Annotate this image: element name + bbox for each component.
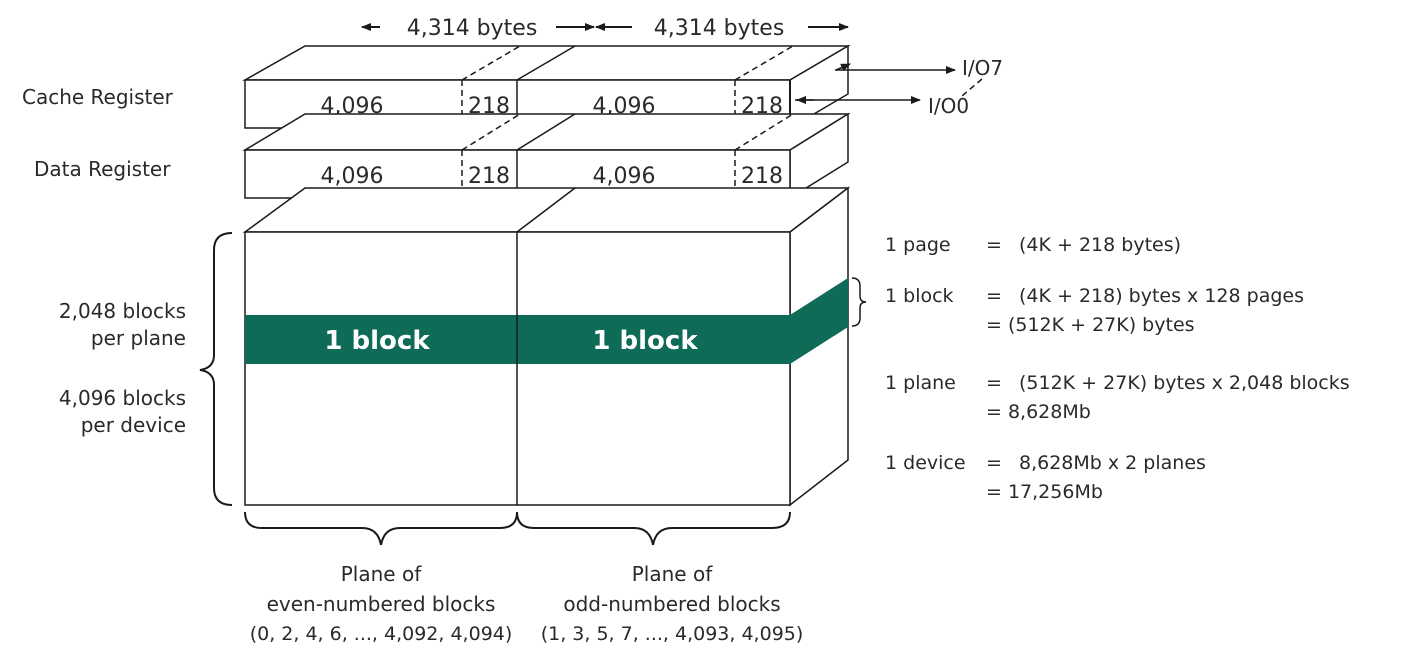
svg-text:=: =	[986, 285, 1002, 307]
block-label-odd: 1 block	[592, 326, 698, 356]
byte-width-arrows: 4,314 bytes 4,314 bytes	[361, 16, 849, 41]
def-plane-value-1: (512K + 27K) bytes x 2,048 blocks	[1019, 372, 1350, 394]
data-cell-1: 4,096	[321, 164, 384, 189]
def-block-value-2: = (512K + 27K) bytes	[986, 314, 1195, 336]
data-register: 4,096 218 4,096 218	[242, 112, 851, 200]
cache-register: 4,096 218 4,096 218	[242, 44, 851, 130]
def-device-term: 1 device	[885, 452, 966, 474]
svg-text:even-numbered blocks: even-numbered blocks	[267, 592, 496, 616]
odd-plane-caption: Plane of odd-numbered blocks (1, 3, 5, 7…	[541, 562, 804, 645]
def-page-term: 1 page	[885, 234, 951, 256]
io-arrows: I/O7 I/O0	[795, 56, 1003, 118]
blocks-per-plane-line1: 2,048 blocks	[59, 299, 186, 323]
def-block-term: 1 block	[885, 285, 954, 307]
even-plane-brace	[244, 511, 518, 546]
odd-plane-brace	[516, 511, 791, 546]
svg-text:odd-numbered blocks: odd-numbered blocks	[563, 592, 780, 616]
width-label-1: 4,314 bytes	[407, 16, 538, 41]
data-register-label: Data Register	[34, 157, 171, 181]
io0-label: I/O0	[928, 94, 969, 118]
def-block-value-1: (4K + 218) bytes x 128 pages	[1019, 285, 1304, 307]
svg-text:(1, 3, 5, 7, ..., 4,093, 4,095: (1, 3, 5, 7, ..., 4,093, 4,095)	[541, 623, 804, 645]
memory-array: 1 block 1 block	[242, 186, 851, 507]
even-plane-caption: Plane of even-numbered blocks (0, 2, 4, …	[250, 562, 513, 645]
def-plane-value-2: = 8,628Mb	[986, 401, 1091, 423]
width-label-2: 4,314 bytes	[654, 16, 785, 41]
blocks-per-plane-line2: per plane	[91, 326, 186, 350]
svg-text:(0, 2, 4, 6, ..., 4,092, 4,094: (0, 2, 4, 6, ..., 4,092, 4,094)	[250, 623, 513, 645]
io7-label: I/O7	[962, 56, 1003, 80]
blocks-per-device-line2: per device	[81, 413, 186, 437]
svg-text:=: =	[986, 234, 1002, 256]
svg-text:=: =	[986, 452, 1002, 474]
data-cell-4: 218	[741, 164, 783, 189]
svg-text:Plane of: Plane of	[632, 562, 713, 586]
block-label-even: 1 block	[324, 326, 430, 356]
def-plane-term: 1 plane	[885, 372, 956, 394]
def-page-value: (4K + 218 bytes)	[1019, 234, 1181, 256]
def-device-value-2: = 17,256Mb	[986, 481, 1103, 503]
data-cell-2: 218	[468, 164, 510, 189]
left-brace	[199, 232, 233, 506]
cache-register-label: Cache Register	[22, 85, 174, 109]
blocks-per-device-line1: 4,096 blocks	[59, 386, 186, 410]
svg-text:Plane of: Plane of	[341, 562, 422, 586]
block-band-side	[790, 278, 848, 364]
def-device-value-1: 8,628Mb x 2 planes	[1019, 452, 1206, 474]
definitions: 1 page = (4K + 218 bytes) 1 block = (4K …	[885, 234, 1350, 503]
block-brace	[851, 277, 867, 327]
svg-text:=: =	[986, 372, 1002, 394]
data-cell-3: 4,096	[593, 164, 656, 189]
